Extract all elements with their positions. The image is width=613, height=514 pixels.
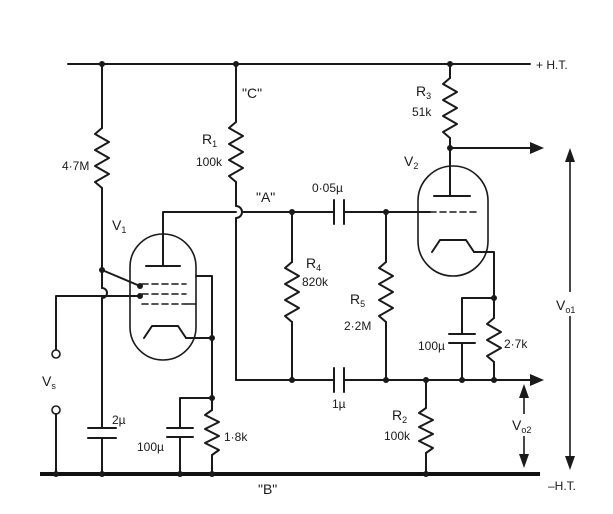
output2-signal-label: Vo2 (512, 417, 531, 435)
capacitor-100u-v1-value: 100µ (137, 440, 164, 454)
junction-dot (99, 471, 105, 477)
junction-dot (423, 471, 429, 477)
resistor-r4-label: R4 (306, 255, 321, 273)
vo1-arrow-head-top (565, 148, 575, 162)
junction-dot (209, 471, 215, 477)
resistor-r2-label: R2 (392, 407, 407, 425)
resistor-r4 (284, 261, 300, 323)
node-a-label: "A" (256, 189, 275, 205)
resistor-r1-label: R1 (202, 131, 217, 149)
resistor-1k8 (204, 409, 220, 456)
output1-signal-label: Vo1 (556, 297, 575, 315)
valve-v2-envelope (417, 165, 489, 277)
capacitor-100u-v2-value: 100µ (418, 339, 445, 353)
input-terminal-bottom (51, 405, 61, 415)
positive-ht-label: + H.T. (536, 58, 568, 72)
vo1-label-bg (552, 292, 592, 316)
capacitor-0u05-value: 0·05µ (312, 181, 343, 195)
input-terminal-top (51, 349, 61, 359)
negative-ht-label: –H.T. (548, 479, 576, 493)
node-b-label: "B" (258, 481, 277, 497)
resistor-r1 (228, 121, 244, 183)
resistor-r1-value: 100k (196, 155, 223, 169)
junction-dot (137, 293, 143, 299)
resistor-r4-value: 820k (302, 275, 329, 289)
capacitor-2u-value: 2µ (112, 413, 126, 427)
resistor-r5-label: R5 (350, 291, 365, 309)
valve-v2-cathode (431, 239, 475, 253)
resistor-2k7 (486, 317, 502, 363)
resistor-r3-label: R3 (416, 83, 431, 101)
vo2-arrow-head-bottom (519, 454, 529, 468)
resistor-r2-value: 100k (384, 429, 411, 443)
valve-v1-cathode (143, 325, 187, 339)
valve-v1-label: V1 (112, 217, 126, 235)
resistor-r5 (378, 261, 394, 323)
resistor-4m7 (94, 127, 110, 189)
output1-arrow (530, 142, 544, 154)
vo2-arrow-head-top (519, 384, 529, 398)
wire-v1-anode (162, 211, 237, 235)
resistor-r3-value: 51k (412, 105, 432, 119)
vo2-label-bg (510, 414, 546, 436)
input-signal-label: Vs (42, 373, 56, 391)
wire-v2-cathode (473, 251, 495, 299)
junction-dot (289, 377, 295, 383)
resistor-r2 (418, 407, 434, 454)
wire-bypass-v2-top (461, 297, 495, 335)
wire-bypass-v1-top (179, 397, 213, 429)
wire-v1-cathode-right (195, 275, 213, 399)
junction-dot (383, 377, 389, 383)
output2-arrow (530, 374, 544, 386)
resistor-2k7-value: 2·7k (504, 337, 528, 351)
valve-v2-label: V2 (404, 153, 418, 171)
vo1-arrow-head-bottom (565, 456, 575, 470)
wire-screen-grid (101, 269, 141, 287)
resistor-r3 (442, 77, 458, 139)
capacitor-1u-value: 1µ (332, 397, 346, 411)
wire-crossover (101, 287, 108, 299)
junction-dot (177, 471, 183, 477)
node-c-label: "C" (242, 85, 262, 101)
junction-dot (137, 283, 143, 289)
resistor-r5-value: 2·2M (344, 319, 371, 333)
resistor-4m7-value: 4·7M (62, 159, 89, 173)
resistor-1k8-value: 1·8k (224, 430, 248, 444)
wire-input-grid (55, 295, 141, 351)
junction-dot (53, 471, 59, 477)
